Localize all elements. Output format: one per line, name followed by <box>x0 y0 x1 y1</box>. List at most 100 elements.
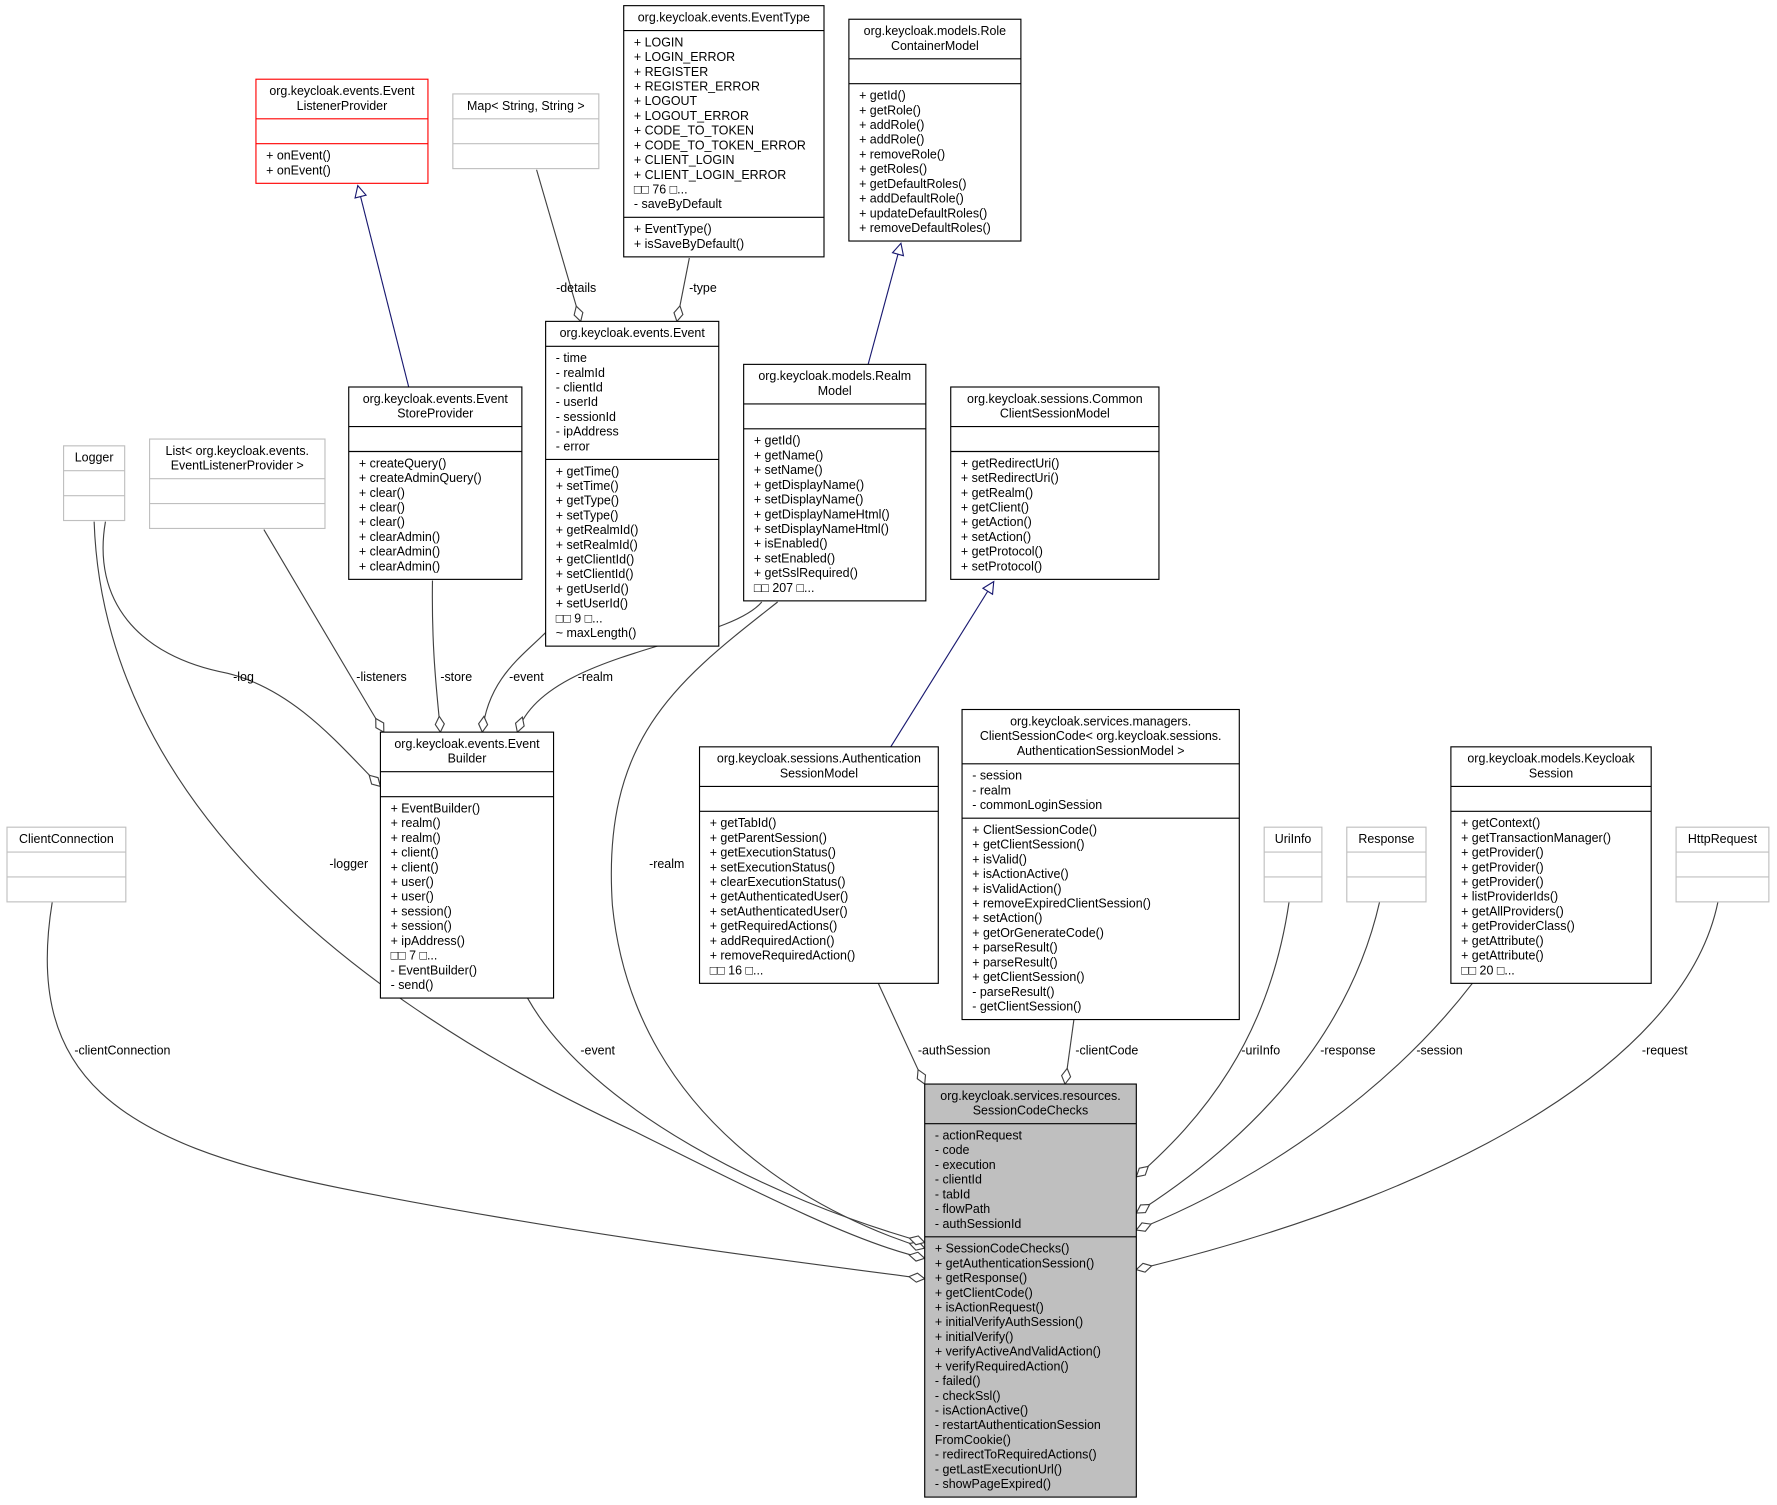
class-attribute: + CODE_TO_TOKEN_ERROR <box>634 138 806 152</box>
class-method: - checkSsl() <box>935 1389 1001 1403</box>
relation-label: -details <box>556 281 596 295</box>
class-method: + setEnabled() <box>754 551 835 565</box>
class-eventStoreProvider[interactable]: org.keycloak.events.EventStoreProvider+ … <box>348 386 523 580</box>
relation-label: -session <box>1416 1044 1462 1058</box>
class-eventBuilder[interactable]: org.keycloak.events.EventBuilder+ EventB… <box>379 731 555 999</box>
class-method: + setProtocol() <box>961 559 1042 573</box>
class-mapStringString[interactable]: Map< String, String > <box>452 93 600 170</box>
class-title: org.keycloak.models.Keycloak <box>1467 752 1635 766</box>
aggregation-line <box>673 257 690 323</box>
class-attribute: - realm <box>972 783 1011 797</box>
class-title: Map< String, String > <box>467 99 585 113</box>
class-method: + updateDefaultRoles() <box>859 206 987 220</box>
relation-label: -logger <box>329 857 368 871</box>
class-method: + getUserId() <box>556 582 629 596</box>
class-method: + setTime() <box>556 479 619 493</box>
class-event[interactable]: org.keycloak.events.Event- time- realmId… <box>545 320 720 647</box>
class-method: + client() <box>391 846 439 860</box>
inheritance-arrow <box>890 582 994 748</box>
relation-realm1: -realm <box>514 601 763 734</box>
class-method: + isSaveByDefault() <box>634 237 744 251</box>
inheritance-arrow <box>358 186 410 388</box>
relation-realm2: -realm <box>610 601 926 1251</box>
class-method: + getDisplayName() <box>754 478 864 492</box>
class-method: + isValidAction() <box>972 882 1061 896</box>
class-clientConnection[interactable]: ClientConnection <box>6 826 127 903</box>
class-method: □□ 9 □... <box>556 611 603 625</box>
relation-inh2 <box>867 243 901 365</box>
relation-clientConnection: -clientConnection <box>46 901 926 1283</box>
class-attribute: + LOGIN <box>634 35 683 49</box>
class-eventType[interactable]: org.keycloak.events.EventType+ LOGIN+ LO… <box>623 5 825 258</box>
class-title: org.keycloak.events.Event <box>560 326 706 340</box>
class-method: + createAdminQuery() <box>359 471 482 485</box>
class-method: + session() <box>391 904 452 918</box>
class-method: + getProvider() <box>1461 860 1544 874</box>
class-method: + parseResult() <box>972 941 1057 955</box>
class-method: + createQuery() <box>359 456 446 470</box>
class-title: ListenerProvider <box>297 99 388 113</box>
class-authenticationSessionModel[interactable]: org.keycloak.sessions.AuthenticationSess… <box>698 746 939 984</box>
class-commonClientSessionModel[interactable]: org.keycloak.sessions.CommonClientSessio… <box>950 386 1160 580</box>
class-method: □□ 16 □... <box>710 963 764 977</box>
class-attribute: - error <box>556 439 590 453</box>
class-method: + verifyActiveAndValidAction() <box>935 1345 1101 1359</box>
class-sessionCodeChecks[interactable]: org.keycloak.services.resources.SessionC… <box>924 1083 1137 1498</box>
class-method: + isActionRequest() <box>935 1301 1044 1315</box>
class-method: + getClientId() <box>556 553 634 567</box>
class-title: Session <box>1529 766 1573 780</box>
class-method: + getExecutionStatus() <box>710 846 836 860</box>
class-method: + getClientSession() <box>972 838 1084 852</box>
aggregation-line <box>431 580 445 734</box>
class-method: + user() <box>391 890 434 904</box>
class-method: + realm() <box>391 831 441 845</box>
class-method: + getTime() <box>556 464 619 478</box>
class-roleContainerModel[interactable]: org.keycloak.models.RoleContainerModel+ … <box>848 18 1022 242</box>
class-eventListenerProvider[interactable]: org.keycloak.events.EventListenerProvide… <box>255 78 429 184</box>
class-uriInfo[interactable]: UriInfo <box>1263 826 1323 903</box>
class-method: + EventType() <box>634 222 712 236</box>
relation-label: -response <box>1320 1044 1375 1058</box>
class-logger[interactable]: Logger <box>63 445 126 522</box>
class-method: + getProvider() <box>1461 846 1544 860</box>
relation-label: -listeners <box>356 670 406 684</box>
class-method: + setRedirectUri() <box>961 471 1059 485</box>
relation-inh1 <box>358 186 410 388</box>
class-title: org.keycloak.sessions.Authentication <box>717 752 921 766</box>
class-title: HttpRequest <box>1688 832 1758 846</box>
class-method: + setAction() <box>972 911 1042 925</box>
class-clientSessionCode[interactable]: org.keycloak.services.managers.ClientSes… <box>961 708 1240 1021</box>
class-method: + addRequiredAction() <box>710 934 835 948</box>
class-box <box>1263 826 1323 903</box>
class-method: + getRoles() <box>859 162 927 176</box>
relation-label: -authSession <box>918 1044 991 1058</box>
aggregation-line <box>93 521 926 1262</box>
class-method: + verifyRequiredAction() <box>935 1359 1069 1373</box>
relation-store: -store <box>431 580 472 734</box>
class-method: + clearAdmin() <box>359 530 440 544</box>
class-title: org.keycloak.models.Realm <box>758 369 911 383</box>
class-method: + getProviderClass() <box>1461 919 1575 933</box>
class-method: + setName() <box>754 463 823 477</box>
class-box <box>545 320 720 647</box>
class-method: + setDisplayName() <box>754 493 864 507</box>
class-response[interactable]: Response <box>1346 826 1427 903</box>
class-box <box>1675 826 1770 903</box>
class-httpRequest[interactable]: HttpRequest <box>1675 826 1770 903</box>
aggregation-line <box>536 169 584 323</box>
class-method: + removeDefaultRoles() <box>859 221 991 235</box>
class-method: + removeRole() <box>859 147 945 161</box>
class-title: org.keycloak.events.EventType <box>638 11 810 25</box>
relation-label: -type <box>689 281 717 295</box>
class-title: List< org.keycloak.events. <box>166 444 309 458</box>
aggregation-line <box>46 901 926 1283</box>
aggregation-line <box>1060 1018 1075 1086</box>
relation-label: -clientCode <box>1075 1044 1138 1058</box>
class-method: + getAttribute() <box>1461 949 1544 963</box>
aggregation-line <box>1135 901 1290 1178</box>
class-listEventListenerProvider[interactable]: List< org.keycloak.events.EventListenerP… <box>149 438 326 530</box>
relation-clientCode: -clientCode <box>1060 1018 1138 1086</box>
